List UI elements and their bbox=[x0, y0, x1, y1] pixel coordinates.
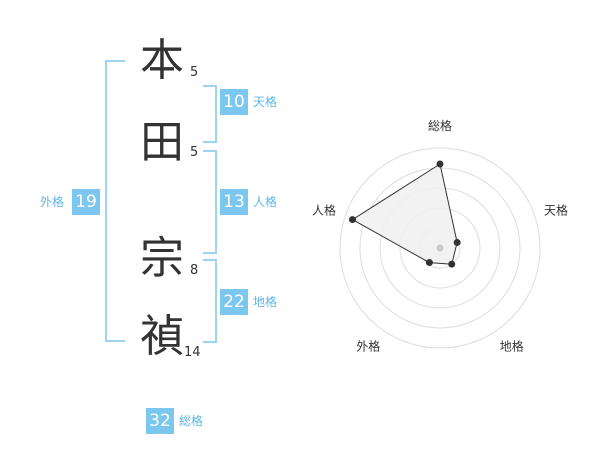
radar-area bbox=[351, 163, 458, 265]
chikaku-label: 地格 bbox=[253, 295, 278, 309]
name-char-2: 田 bbox=[140, 117, 184, 168]
radar-axis-label-4: 人格 bbox=[312, 202, 336, 217]
radar-axis-label-0: 総格 bbox=[428, 118, 452, 133]
gaikaku-label: 外格 bbox=[40, 195, 65, 209]
radar-axis-label-2: 地格 bbox=[500, 339, 524, 354]
radar-center-dot bbox=[436, 244, 444, 252]
gaikaku-value: 19 bbox=[72, 189, 100, 215]
chikaku-bracket bbox=[203, 259, 217, 343]
radar-point-3 bbox=[425, 259, 433, 267]
jinkaku-value: 13 bbox=[220, 189, 248, 215]
name-char-3: 宗 bbox=[140, 233, 184, 284]
stroke-count-2: 5 bbox=[190, 145, 199, 160]
name-char-4: 禎 bbox=[140, 311, 184, 362]
tenkaku-value: 10 bbox=[220, 89, 248, 115]
stroke-count-4: 14 bbox=[184, 345, 201, 360]
jinkaku-label: 人格 bbox=[253, 195, 278, 209]
tenkaku-bracket bbox=[203, 85, 217, 143]
jinkaku-bracket bbox=[203, 150, 217, 254]
stroke-count-1: 5 bbox=[190, 65, 199, 80]
chikaku-value: 22 bbox=[220, 289, 248, 315]
radar-point-2 bbox=[448, 260, 456, 268]
radar-points bbox=[349, 160, 461, 268]
radar-axis-label-3: 外格 bbox=[356, 339, 380, 354]
radar-axis-label-1: 天格 bbox=[544, 202, 568, 217]
soukaku-label: 総格 bbox=[179, 414, 204, 428]
radar-point-4 bbox=[349, 216, 357, 224]
radar-point-1 bbox=[453, 238, 461, 246]
tenkaku-label: 天格 bbox=[253, 95, 278, 109]
radar-ring-5 bbox=[339, 147, 541, 349]
gaikaku-bracket bbox=[105, 60, 125, 342]
stroke-count-3: 8 bbox=[190, 263, 199, 278]
soukaku-value: 32 bbox=[146, 408, 174, 434]
name-char-1: 本 bbox=[140, 35, 184, 86]
radar-point-0 bbox=[436, 160, 444, 168]
